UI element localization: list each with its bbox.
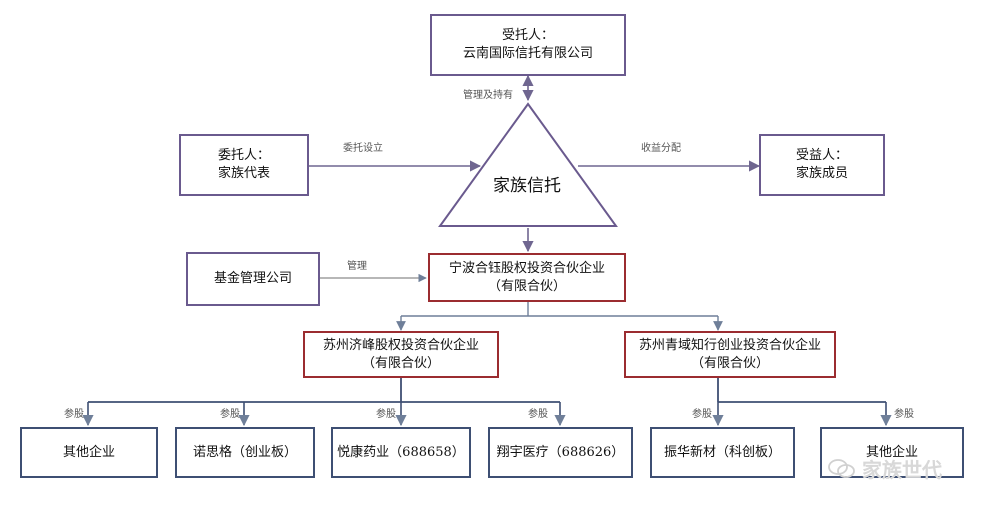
beneficiary-box: 受益人： 家族成员 <box>759 134 885 196</box>
company-name: 悦康药业（688658） <box>337 444 465 460</box>
company-name: 振华新材（科创板） <box>663 444 781 460</box>
edge-label-invest: 参股 <box>220 409 240 420</box>
settlor-box: 委托人： 家族代表 <box>179 134 309 196</box>
trustee-box: 受托人： 云南国际信托有限公司 <box>430 14 626 76</box>
edge-label-benefit: 收益分配 <box>641 143 681 154</box>
ningbo-partnership-box: 宁波合钰股权投资合伙企业 （有限合伙） <box>428 253 626 302</box>
edge-label-invest: 参股 <box>528 409 548 420</box>
fund-manager-box: 基金管理公司 <box>186 252 320 306</box>
company-box: 翔宇医疗（688626） <box>488 427 633 478</box>
company-box: 悦康药业（688658） <box>331 427 471 478</box>
company-box: 其他企业 <box>820 427 964 478</box>
company-name: 其他企业 <box>865 444 918 460</box>
qingyu-type: （有限合伙） <box>690 355 769 371</box>
settlor-role: 委托人： <box>217 148 270 164</box>
edge-label-manage-hold: 管理及持有 <box>463 90 513 101</box>
trustee-role: 受托人： <box>501 28 554 44</box>
wechat-icon <box>828 458 856 479</box>
qingyu-name: 苏州青域知行创业投资合伙企业 <box>638 337 821 353</box>
company-name: 翔宇医疗（688626） <box>496 444 625 460</box>
jifeng-partnership-box: 苏州济峰股权投资合伙企业 （有限合伙） <box>303 331 499 378</box>
trust-label: 家族信托 <box>493 176 561 196</box>
qingyu-partnership-box: 苏州青域知行创业投资合伙企业 （有限合伙） <box>624 331 836 378</box>
beneficiary-name: 家族成员 <box>795 166 848 181</box>
edge-label-invest: 参股 <box>692 409 712 420</box>
settlor-name: 家族代表 <box>217 166 270 181</box>
jifeng-type: （有限合伙） <box>361 355 440 371</box>
company-box: 振华新材（科创板） <box>650 427 795 478</box>
company-name: 诺思格（创业板） <box>192 444 297 460</box>
beneficiary-role: 受益人： <box>795 148 848 164</box>
ningbo-type: （有限合伙） <box>487 278 566 294</box>
trustee-name: 云南国际信托有限公司 <box>462 46 593 61</box>
ningbo-name: 宁波合钰股权投资合伙企业 <box>448 260 605 276</box>
trust-triangle <box>438 102 618 227</box>
edge-label-invest: 参股 <box>64 409 84 420</box>
edge-label-invest: 参股 <box>376 409 396 420</box>
fund-manager-name: 基金管理公司 <box>213 271 292 287</box>
edge-label-invest: 参股 <box>894 409 914 420</box>
jifeng-name: 苏州济峰股权投资合伙企业 <box>322 337 479 353</box>
company-box: 诺思格（创业板） <box>175 427 315 478</box>
company-name: 其他企业 <box>62 444 115 460</box>
edge-label-manage: 管理 <box>347 261 367 272</box>
watermark: 家族世代 <box>828 454 942 483</box>
edge-label-entrust: 委托设立 <box>343 143 383 154</box>
company-box: 其他企业 <box>20 427 158 478</box>
watermark-text: 家族世代 <box>862 458 942 482</box>
